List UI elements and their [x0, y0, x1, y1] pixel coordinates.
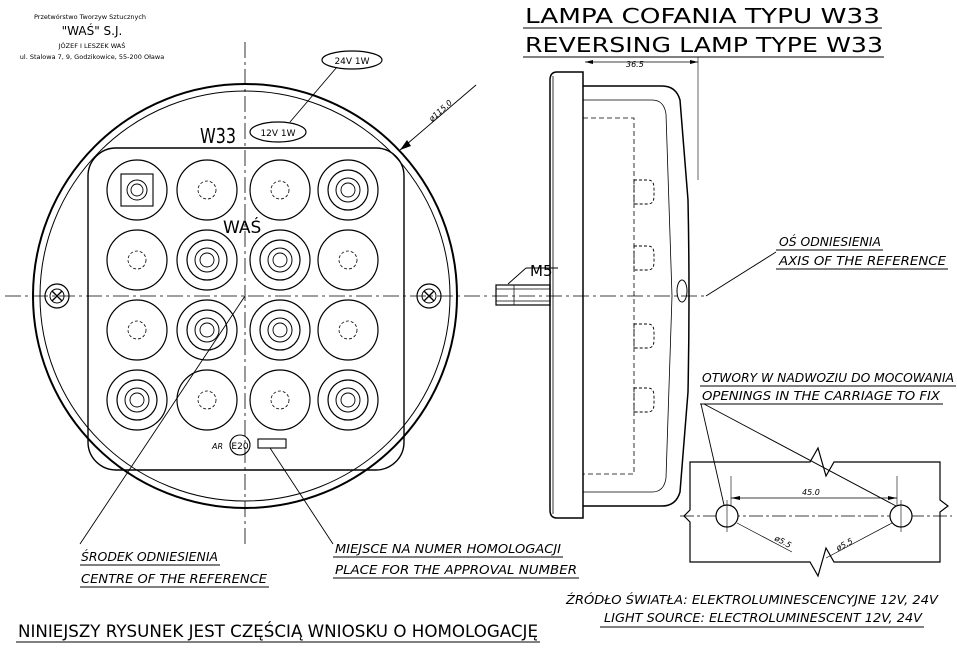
led-cell	[106, 159, 168, 221]
led-cell	[106, 229, 168, 291]
diameter-label: ø115.0	[427, 98, 454, 124]
callout-axis: OŚ ODNIESIENIA AXIS OF THE REFERENCE	[705, 234, 948, 297]
mounting-detail: OTWORY W NADWOZIU DO MOCOWANIA OPENINGS …	[680, 371, 956, 578]
screw-right	[416, 283, 442, 309]
label-12v-text: 12V 1W	[260, 129, 295, 139]
approval-pl: MIEJSCE NA NUMER HOMOLOGACJI	[335, 542, 561, 556]
title-en: REVERSING LAMP TYPE W33	[525, 33, 883, 57]
led-grid	[106, 159, 379, 431]
mounting-plate	[683, 446, 949, 578]
hole-dim-left: ø5.5	[772, 533, 793, 550]
spacing-dim: 45.0	[802, 488, 820, 497]
centre-pl: ŚRODEK ODNIESIENIA	[81, 549, 218, 564]
e-mark-text: E20	[231, 442, 248, 452]
led-cell	[176, 369, 238, 431]
light-source-note: ŹRÓDŁO ŚWIATŁA: ELEKTROLUMINESCENCYJNE 1…	[565, 592, 939, 628]
width-dim: 36.5	[626, 60, 644, 69]
led-cell	[317, 369, 379, 431]
side-housing-flange	[549, 71, 584, 519]
led-cell	[317, 229, 379, 291]
company-line-3: JÓZEF I LESZEK WAŚ	[58, 41, 126, 50]
screw-left	[44, 283, 70, 309]
brand-label: WAŚ	[223, 216, 261, 238]
ar-mark: AR	[211, 442, 223, 451]
side-view: M5 36.5	[492, 57, 705, 519]
company-line-2: "WAŚ" S.J.	[62, 23, 123, 38]
diameter-leader	[399, 84, 477, 151]
led-cell	[176, 299, 238, 361]
callout-approval: MIEJSCE NA NUMER HOMOLOGACJI PLACE FOR T…	[333, 542, 579, 579]
lamp-outer-rim	[32, 83, 458, 509]
source-en: LIGHT SOURCE: ELECTROLUMINESCENT 12V, 24…	[604, 611, 923, 625]
led-cell	[176, 229, 238, 291]
led-cell	[317, 299, 379, 361]
side-led-2	[633, 245, 655, 271]
approval-en: PLACE FOR THE APPROVAL NUMBER	[335, 563, 577, 577]
label-24v-text: 24V 1W	[334, 57, 369, 67]
front-view: W33 WAŚ 24V 1W 12V 1W ø115.0 AR E20	[5, 42, 490, 545]
model-label: W33	[200, 124, 236, 148]
led-cell	[106, 299, 168, 361]
reference-point	[676, 279, 688, 303]
lamp-inner-rim	[39, 90, 451, 502]
m5-stud	[495, 284, 551, 306]
label-24v-oval	[321, 50, 383, 70]
hole-dim-right: ø5.5	[834, 537, 855, 554]
axis-pl: OŚ ODNIESIENIA	[779, 234, 881, 249]
label-12v-oval	[249, 121, 307, 143]
company-header: Przetwórstwo Tworzyw Sztucznych "WAŚ" S.…	[20, 13, 164, 61]
side-led-1	[633, 179, 655, 205]
company-line-4: ul. Stalowa 7, 9, Godzikowice, 55-200 Oł…	[20, 53, 164, 61]
led-cell	[249, 299, 311, 361]
company-line-1: Przetwórstwo Tworzyw Sztucznych	[34, 13, 146, 21]
drawing-title: LAMPA COFANIA TYPU W33 REVERSING LAMP TY…	[523, 4, 884, 58]
footer-note: NINIEJSZY RYSUNEK JEST CZĘŚCIĄ WNIOSKU O…	[16, 620, 540, 643]
title-pl: LAMPA COFANIA TYPU W33	[525, 4, 880, 28]
led-cell	[106, 369, 168, 431]
e-mark-circle	[229, 434, 251, 456]
axis-en: AXIS OF THE REFERENCE	[778, 254, 947, 268]
footer-text: NINIEJSZY RYSUNEK JEST CZĘŚCIĄ WNIOSKU O…	[18, 620, 538, 642]
callout-centre: ŚRODEK ODNIESIENIA CENTRE OF THE REFEREN…	[80, 549, 269, 588]
thread-label: M5	[530, 262, 553, 280]
led-cell	[249, 369, 311, 431]
side-led-3	[633, 323, 655, 349]
source-pl: ŹRÓDŁO ŚWIATŁA: ELEKTROLUMINESCENCYJNE 1…	[565, 592, 939, 607]
approval-number-box	[257, 438, 287, 449]
led-cell	[249, 159, 311, 221]
openings-en: OPENINGS IN THE CARRIAGE TO FIX	[702, 389, 941, 403]
centre-en: CENTRE OF THE REFERENCE	[81, 572, 267, 586]
led-cell	[317, 159, 379, 221]
led-panel	[87, 147, 405, 471]
led-cell	[249, 229, 311, 291]
openings-pl: OTWORY W NADWOZIU DO MOCOWANIA	[702, 371, 954, 385]
side-led-4	[633, 387, 655, 413]
led-cell	[176, 159, 238, 221]
